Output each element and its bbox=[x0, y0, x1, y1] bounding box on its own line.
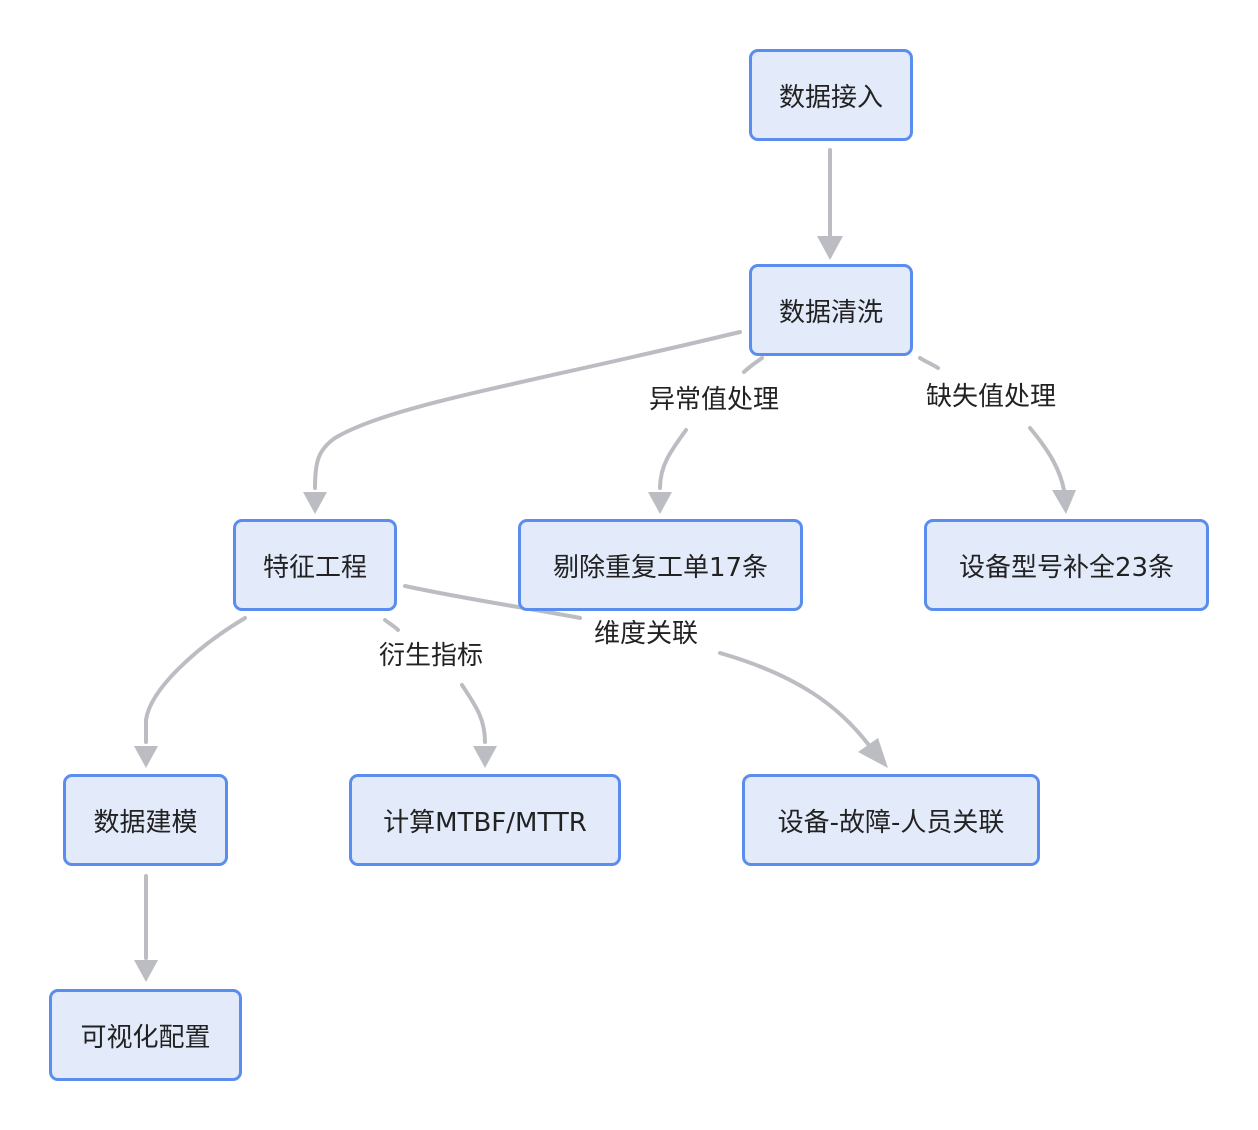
arrowhead-clean-feature bbox=[303, 492, 327, 514]
edge-clean-fill bbox=[918, 356, 940, 370]
edge-feature-relate-2 bbox=[718, 651, 870, 746]
edge-feature-model bbox=[144, 616, 247, 744]
node-viz[interactable]: 可视化配置 bbox=[49, 989, 242, 1081]
arrowhead-feature-mtbf bbox=[473, 746, 497, 768]
arrowhead-ingest-clean bbox=[817, 236, 843, 260]
edge-label-dimension: 维度关联 bbox=[589, 617, 703, 651]
edge-label-missing: 缺失值处理 bbox=[921, 380, 1061, 414]
node-clean[interactable]: 数据清洗 bbox=[749, 264, 913, 356]
arrowhead-feature-model bbox=[134, 746, 158, 768]
edge-feature-mtbf bbox=[383, 618, 400, 632]
node-relate[interactable]: 设备-故障-人员关联 bbox=[742, 774, 1040, 866]
edge-label-derived: 衍生指标 bbox=[374, 639, 488, 673]
arrowhead-clean-dedupe bbox=[648, 492, 672, 514]
arrowhead-model-viz bbox=[134, 960, 158, 982]
edge-clean-feature bbox=[313, 330, 742, 490]
node-fill[interactable]: 设备型号补全23条 bbox=[924, 519, 1209, 611]
edge-clean-fill-2 bbox=[1028, 426, 1066, 492]
edge-label-anomaly: 异常值处理 bbox=[644, 383, 784, 417]
edge-clean-dedupe-2 bbox=[658, 428, 688, 490]
node-feature[interactable]: 特征工程 bbox=[233, 519, 397, 611]
edge-feature-mtbf-2 bbox=[460, 683, 487, 744]
edge-clean-dedupe bbox=[742, 356, 764, 374]
arrowhead-feature-relate bbox=[858, 738, 888, 768]
edge-feature-relate bbox=[403, 584, 582, 620]
node-ingest[interactable]: 数据接入 bbox=[749, 49, 913, 141]
node-mtbf[interactable]: 计算MTBF/MTTR bbox=[349, 774, 621, 866]
arrowhead-clean-fill bbox=[1052, 490, 1076, 514]
node-model[interactable]: 数据建模 bbox=[63, 774, 228, 866]
node-dedupe[interactable]: 剔除重复工单17条 bbox=[518, 519, 803, 611]
